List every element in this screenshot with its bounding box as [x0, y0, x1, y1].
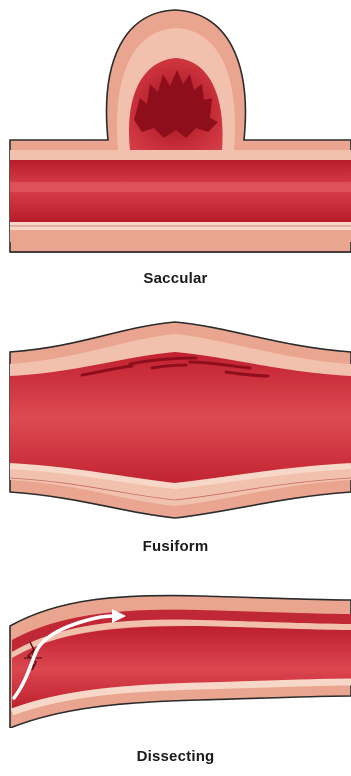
label-fusiform: Fusiform: [0, 538, 351, 555]
dilated-lumen: [10, 352, 351, 486]
label-saccular: Saccular: [0, 270, 351, 287]
fusiform-illustration: [0, 302, 351, 542]
dissecting-illustration: [0, 578, 351, 728]
dissecting-panel: Dissecting: [0, 578, 351, 728]
saccular-illustration: [0, 0, 351, 262]
fusiform-panel: Fusiform: [0, 302, 351, 542]
label-dissecting: Dissecting: [0, 748, 351, 765]
saccular-panel: Saccular: [0, 0, 351, 262]
